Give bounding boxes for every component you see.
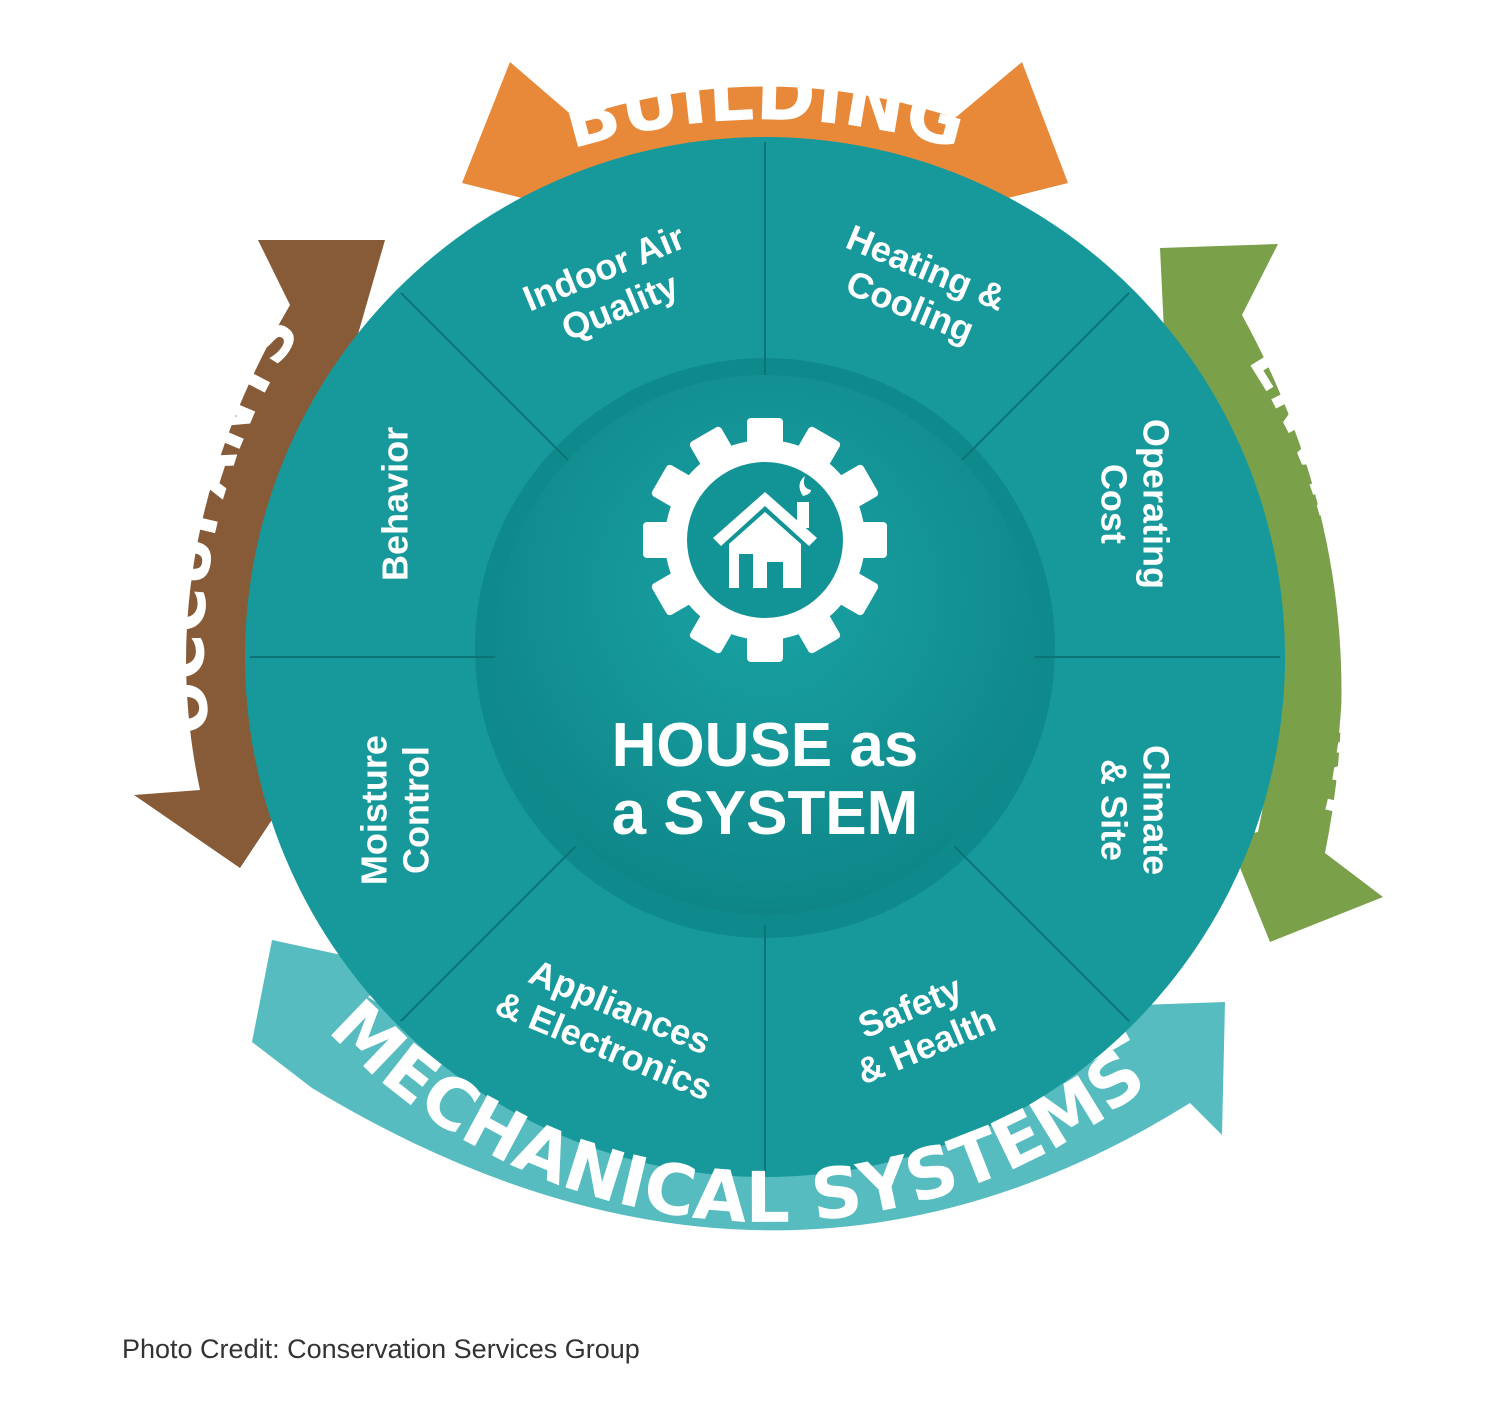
house-icon xyxy=(713,476,817,588)
segment-dividers xyxy=(250,142,1280,1172)
segment-label-line: & Site xyxy=(1094,759,1135,861)
segment-label-line: Climate xyxy=(1136,745,1177,875)
segment-label-line: Behavior xyxy=(374,427,415,581)
segment-label-line: Control xyxy=(395,746,436,874)
segment-label-line: Moisture xyxy=(353,735,394,885)
segment-divider xyxy=(400,845,577,1022)
segment-divider xyxy=(953,845,1130,1022)
segment-divider xyxy=(953,292,1130,469)
mechanical-systems-arrow xyxy=(252,940,1225,1231)
segment-divider xyxy=(400,292,577,469)
segment-label-line: Operating xyxy=(1136,419,1177,589)
center-title-line2: a SYSTEM xyxy=(612,779,919,848)
segment-climate-site: Climate& Site xyxy=(1094,745,1177,875)
segment-label-line: Cost xyxy=(1094,464,1135,544)
center-title-line1: HOUSE as xyxy=(612,711,919,780)
segment-behavior: Behavior xyxy=(374,427,415,581)
photo-credit-caption: Photo Credit: Conservation Services Grou… xyxy=(122,1334,640,1364)
gear-house-icon xyxy=(643,418,887,662)
